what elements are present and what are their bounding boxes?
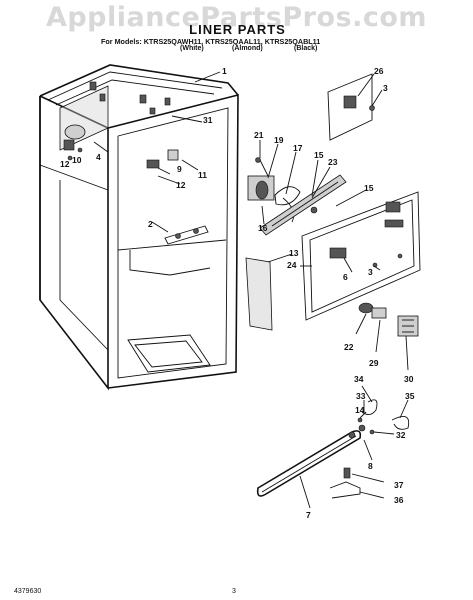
evaporator-cover	[301, 191, 421, 321]
callout-31: 31	[203, 115, 213, 125]
drain-trough	[245, 257, 273, 331]
callout-34: 34	[354, 374, 364, 384]
control-bracket	[327, 73, 375, 141]
callout-12: 12	[60, 159, 70, 169]
defrost-heater	[256, 399, 410, 499]
color-black: (Black)	[294, 45, 318, 52]
callout-36: 36	[394, 495, 404, 505]
callout-13: 13	[289, 248, 299, 258]
callout-24: 24	[287, 260, 297, 270]
callout-10: 10	[72, 155, 82, 165]
page-title: LINER PARTS	[189, 22, 286, 37]
callout-26: 26	[374, 66, 384, 76]
callout-33: 33	[356, 391, 366, 401]
leader-lines	[93, 71, 409, 509]
callout-3: 3	[383, 83, 388, 93]
callout-2: 2	[148, 219, 153, 229]
callout-14: 14	[355, 405, 365, 415]
callout-37: 37	[394, 480, 404, 490]
callout-16: 16	[258, 223, 268, 233]
callout-15b: 15	[364, 183, 374, 193]
callout-numbers: 1 26 3 31 21 19 17 15 23 4 10 12 9 11 12…	[60, 66, 415, 520]
air-channel	[259, 174, 347, 236]
callout-7: 7	[306, 510, 311, 520]
callout-17: 17	[293, 143, 303, 153]
callout-29: 29	[369, 358, 379, 368]
callout-32: 32	[396, 430, 406, 440]
callout-3b: 3	[368, 267, 373, 277]
callout-9: 9	[177, 164, 182, 174]
callout-23: 23	[328, 157, 338, 167]
callout-4: 4	[96, 152, 101, 162]
callout-8: 8	[368, 461, 373, 471]
watermark: AppliancePartsPros.com	[45, 2, 428, 33]
color-white: (White)	[180, 45, 204, 52]
model-list: For Models: KTRS25QAWH11, KTRS25QAAL11, …	[101, 37, 321, 46]
callout-30: 30	[404, 374, 414, 384]
callout-12b: 12	[176, 180, 186, 190]
callout-1: 1	[222, 66, 227, 76]
thermostat-parts	[358, 302, 419, 337]
callout-22: 22	[344, 342, 354, 352]
page-number: 3	[232, 588, 236, 595]
callout-19: 19	[274, 135, 284, 145]
callout-35: 35	[405, 391, 415, 401]
callout-21: 21	[254, 130, 264, 140]
color-almond: (Almond)	[232, 45, 263, 52]
callout-11: 11	[198, 170, 207, 180]
refrigerator-liner	[39, 64, 239, 391]
evaporator-fan-assembly	[247, 157, 301, 223]
document-number: 4379630	[14, 588, 42, 595]
callout-6: 6	[343, 272, 348, 282]
callout-15: 15	[314, 150, 324, 160]
